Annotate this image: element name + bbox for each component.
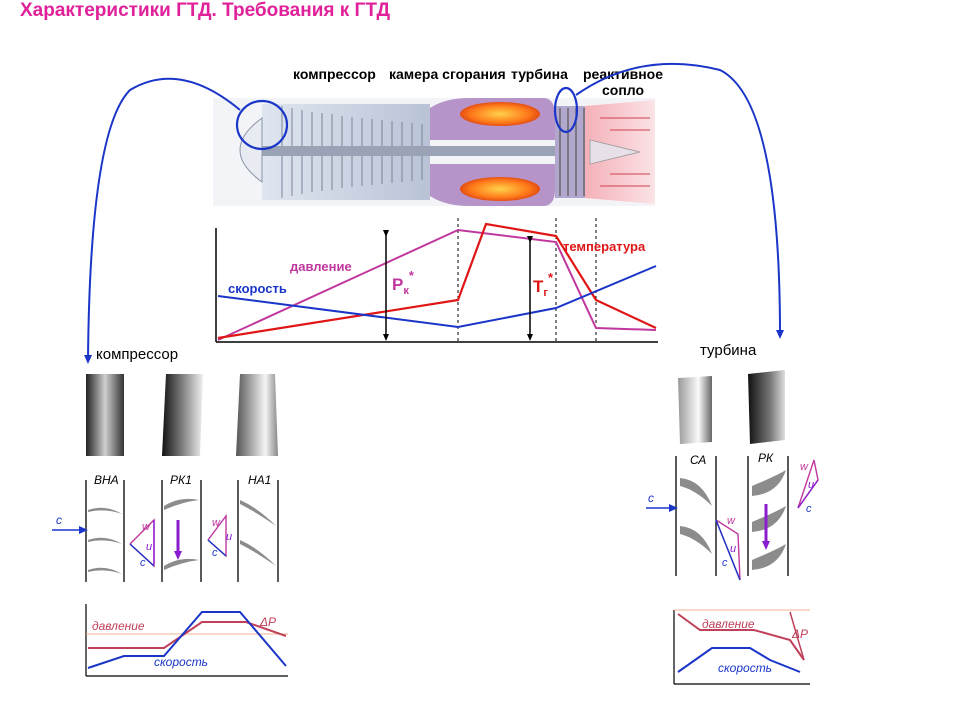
blade-label-vna: ВНА [94, 473, 119, 487]
pressure-curve [217, 228, 657, 341]
blade-label-na1: НА1 [248, 473, 271, 487]
blade-label-ca: СА [690, 453, 706, 467]
turb-u-label: u [730, 543, 736, 555]
blade-photo-ca [678, 376, 712, 444]
turbine-callout-arrow [575, 62, 784, 339]
compressor-section-title: компрессор [96, 346, 179, 363]
compressor-highlight [235, 99, 289, 151]
velocity-curve [217, 265, 657, 329]
comp-velocity-label: скорость [154, 655, 208, 669]
comp-pressure-label: давление [92, 619, 145, 633]
turb-u2-label: u [808, 479, 814, 491]
label-compressor: компрессор [293, 66, 376, 82]
turb-c-label: c [648, 491, 654, 505]
compressor-blades: ВНА РК1 НА1 c w u c w u c [52, 374, 288, 677]
label-combustor: камера сгорания [389, 66, 506, 82]
label-nozzle-2: сопло [602, 82, 645, 98]
comp-u2-label: u [226, 531, 232, 543]
tg-label: Tг* [533, 270, 554, 299]
comp-w-label: w [142, 521, 151, 533]
turb-w2-label: w [800, 461, 809, 473]
comp-c2-label: c [140, 557, 146, 569]
comp-c3-label: c [212, 547, 218, 559]
main-chart: давление скорость температура Pк* Tг* [215, 218, 658, 343]
pressure-label: давление [290, 259, 352, 274]
turbine-blades: СА РК c w u c w u c давление скорость ΔP [646, 370, 819, 685]
comp-u-label: u [146, 541, 152, 553]
label-nozzle-1: реактивное [583, 66, 663, 82]
blade-photo-na1 [236, 374, 278, 456]
engine-cross-section [213, 98, 655, 206]
temperature-label: температура [563, 239, 646, 254]
turb-w-label: w [727, 515, 736, 527]
comp-dp-label: ΔP [259, 615, 276, 629]
label-turbine: турбина [511, 66, 568, 82]
turb-c2-label: c [722, 557, 728, 569]
blade-photo-rk1 [162, 374, 203, 456]
page-title: Характеристики ГТД. Требования к ГТД [20, 0, 390, 21]
comp-c-label: c [56, 513, 62, 527]
turb-dp-label: ΔP [791, 627, 808, 641]
turbine-highlight [553, 86, 579, 134]
comp-w2-label: w [212, 517, 221, 529]
turbine-section-title: турбина [700, 342, 757, 359]
temperature-curve [217, 222, 657, 340]
blade-label-rk: РК [758, 451, 774, 465]
pk-label: Pк* [392, 268, 415, 297]
turb-pressure-label: давление [702, 617, 755, 631]
turb-velocity-label: скорость [718, 661, 772, 675]
turb-c3-label: c [806, 503, 812, 515]
blade-photo-vna [86, 374, 124, 456]
blade-photo-rk [748, 370, 785, 444]
blade-label-rk1: РК1 [170, 473, 192, 487]
compressor-callout-arrow [84, 77, 241, 364]
velocity-label: скорость [228, 281, 287, 296]
